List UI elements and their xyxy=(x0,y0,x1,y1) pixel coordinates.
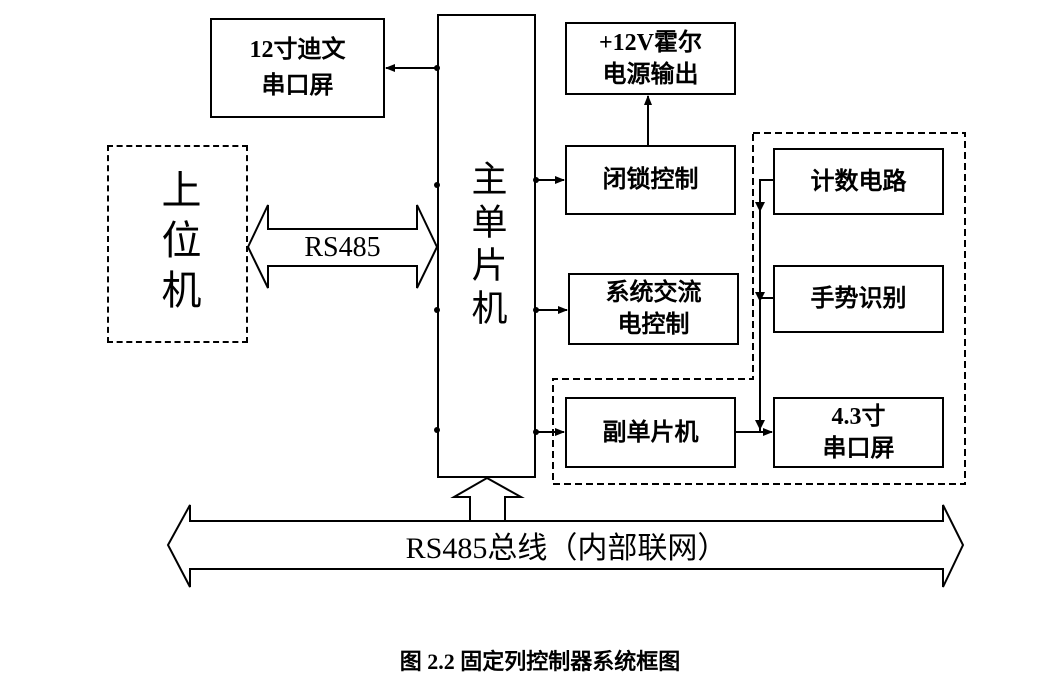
ac-control-box: 系统交流 电控制 xyxy=(568,273,739,345)
gesture-recognition-box: 手势识别 xyxy=(773,265,944,333)
bus-to-main-arrow xyxy=(450,476,525,522)
counter-circuit-box: 计数电路 xyxy=(773,148,944,215)
screen43-line2: 串口屏 xyxy=(822,435,895,462)
host-box: 上位机 xyxy=(107,145,248,343)
lock-control-label: 闭锁控制 xyxy=(602,167,699,193)
power-output-line2: 电源输出 xyxy=(602,61,699,88)
figure-caption: 图 2.2 固定列控制器系统框图 xyxy=(399,649,681,674)
sub-mcu-box: 副单片机 xyxy=(565,397,736,468)
power-output-line1: +12V霍尔 xyxy=(598,29,702,56)
rs485-bus-arrow xyxy=(166,504,965,588)
screen12-box: 12寸迪文 串口屏 xyxy=(210,18,385,118)
sub-mcu-label: 副单片机 xyxy=(602,419,699,446)
subsystem-dashed-region xyxy=(552,132,966,485)
vertical-end-arrowhead xyxy=(755,420,765,430)
counter-down-arrowhead xyxy=(755,202,765,212)
counter-circuit-label: 计数电路 xyxy=(810,168,907,195)
screen43-line1: 4.3寸 xyxy=(831,403,886,430)
gesture-down-arrowhead xyxy=(755,292,765,302)
screen12-line2: 串口屏 xyxy=(261,73,334,99)
counter-gesture-bus-line xyxy=(759,179,773,432)
rs485-host-link-label: RS485 xyxy=(304,231,381,263)
gesture-recognition-label: 手势识别 xyxy=(810,286,907,312)
screen43-box: 4.3寸 串口屏 xyxy=(773,397,944,468)
ac-control-line1: 系统交流 xyxy=(605,280,702,306)
lock-control-box: 闭锁控制 xyxy=(565,145,736,215)
main-mcu-label: 主单片机 xyxy=(466,160,507,332)
rs485-bus-label: RS485总线（内部联网） xyxy=(405,532,728,565)
main-mcu-box: 主单片机 xyxy=(437,14,536,478)
screen12-line1: 12寸迪文 xyxy=(249,37,346,63)
ac-control-line2: 电控制 xyxy=(617,312,690,338)
power-output-box: +12V霍尔 电源输出 xyxy=(565,22,736,95)
host-label: 上位机 xyxy=(155,169,201,319)
